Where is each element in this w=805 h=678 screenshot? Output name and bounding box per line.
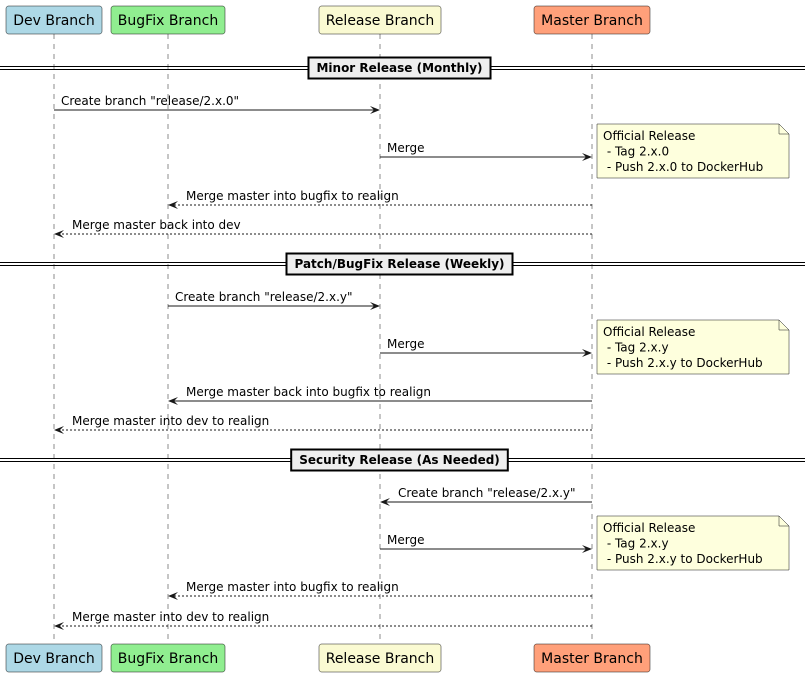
note-line: Official Release: [603, 521, 695, 535]
message-label: Merge: [387, 337, 424, 351]
section-title: Patch/BugFix Release (Weekly): [294, 257, 504, 271]
message-label: Merge master into bugfix to realign: [186, 580, 399, 594]
note: Official Release - Tag 2.x.0 - Push 2.x.…: [596, 123, 790, 179]
participant-box: [533, 5, 651, 35]
message-label: Create branch "release/2.x.y": [398, 486, 576, 500]
participant-label: Dev Branch: [13, 651, 95, 667]
participant-box: [318, 5, 442, 35]
section-minor-release-monthly: Minor Release (Monthly): [0, 56, 805, 80]
arrowhead: [370, 302, 380, 310]
note: Official Release - Tag 2.x.y - Push 2.x.…: [596, 515, 790, 571]
message: Create branch "release/2.x.y": [380, 486, 592, 506]
message: Merge master back into bugfix to realign: [168, 385, 592, 405]
section-security-release-as-needed: Security Release (As Needed): [0, 448, 805, 472]
message-label: Merge master into dev to realign: [72, 610, 269, 624]
message: Merge master into bugfix to realign: [168, 189, 592, 209]
participant-label: Release Branch: [326, 13, 435, 29]
note-fold: [778, 516, 789, 527]
note-line: - Tag 2.x.0: [603, 145, 669, 159]
participant-dev-top: Dev Branch: [5, 5, 103, 35]
participant-release-bottom: Release Branch: [318, 643, 442, 673]
note-line: Official Release: [603, 129, 695, 143]
participant-bugfix-top: BugFix Branch: [110, 5, 226, 35]
participant-label: Dev Branch: [13, 13, 95, 29]
participant-box: [533, 643, 651, 673]
participant-master-bottom: Master Branch: [533, 643, 651, 673]
message-label: Create branch "release/2.x.0": [61, 94, 239, 108]
message-label: Merge: [387, 533, 424, 547]
message-label: Merge master into dev to realign: [72, 414, 269, 428]
participant-label: Master Branch: [541, 651, 643, 667]
arrowhead: [168, 397, 178, 405]
note-body: [596, 123, 790, 179]
message: Merge master into bugfix to realign: [168, 580, 592, 600]
note-body: [596, 515, 790, 571]
arrowhead: [582, 545, 592, 553]
arrowhead: [582, 153, 592, 161]
message: Merge Official Release - Tag 2.x.y - Push…: [380, 319, 790, 375]
note-fold: [778, 124, 789, 135]
lifelines: [53, 34, 593, 644]
participant-label: BugFix Branch: [118, 651, 218, 667]
participant-box: [110, 643, 226, 673]
participant-label: Master Branch: [541, 13, 643, 29]
arrowhead: [582, 349, 592, 357]
message: Merge Official Release - Tag 2.x.0 - Push…: [380, 123, 790, 179]
note-line: - Push 2.x.0 to DockerHub: [603, 160, 763, 174]
message: Create branch "release/2.x.0": [54, 94, 380, 114]
participant-label: Release Branch: [326, 651, 435, 667]
arrowhead: [370, 106, 380, 114]
arrowhead: [168, 592, 178, 600]
section-title: Minor Release (Monthly): [316, 61, 482, 75]
message: Merge master into dev to realign: [54, 414, 592, 434]
message: Create branch "release/2.x.y": [168, 290, 380, 310]
section-title-box: [285, 252, 514, 276]
note-line: - Push 2.x.y to DockerHub: [603, 552, 763, 566]
note-line: Official Release: [603, 325, 695, 339]
arrowhead: [54, 622, 64, 630]
message-label: Merge master back into dev: [72, 218, 241, 232]
note-line: - Push 2.x.y to DockerHub: [603, 356, 763, 370]
message: Merge Official Release - Tag 2.x.y - Push…: [380, 515, 790, 571]
note-line: - Tag 2.x.y: [603, 537, 669, 551]
arrowhead: [54, 230, 64, 238]
participant-box: [318, 643, 442, 673]
participants-top: Dev Branch BugFix Branch Release Branch Mas…: [5, 5, 651, 35]
participant-box: [5, 643, 103, 673]
note: Official Release - Tag 2.x.y - Push 2.x.…: [596, 319, 790, 375]
participants-bottom: Dev Branch BugFix Branch Release Branch Mas…: [5, 643, 651, 673]
participant-box: [110, 5, 226, 35]
arrowhead: [168, 201, 178, 209]
participant-master-top: Master Branch: [533, 5, 651, 35]
section-patch-bugfix-release-weekly: Patch/BugFix Release (Weekly): [0, 252, 805, 276]
message: Merge master back into dev: [54, 218, 592, 238]
message-label: Merge master back into bugfix to realign: [186, 385, 431, 399]
participant-label: BugFix Branch: [118, 13, 218, 29]
note-line: - Tag 2.x.y: [603, 341, 669, 355]
section-title-box: [290, 448, 509, 472]
participant-dev-bottom: Dev Branch: [5, 643, 103, 673]
arrowhead: [54, 426, 64, 434]
note-body: [596, 319, 790, 375]
arrowhead: [380, 498, 390, 506]
section-title: Security Release (As Needed): [299, 453, 500, 467]
participant-bugfix-bottom: BugFix Branch: [110, 643, 226, 673]
participant-box: [5, 5, 103, 35]
message-label: Merge: [387, 141, 424, 155]
note-fold: [778, 320, 789, 331]
message-label: Merge master into bugfix to realign: [186, 189, 399, 203]
message-label: Create branch "release/2.x.y": [175, 290, 353, 304]
section-title-box: [307, 56, 492, 80]
message: Merge master into dev to realign: [54, 610, 592, 630]
participant-release-top: Release Branch: [318, 5, 442, 35]
